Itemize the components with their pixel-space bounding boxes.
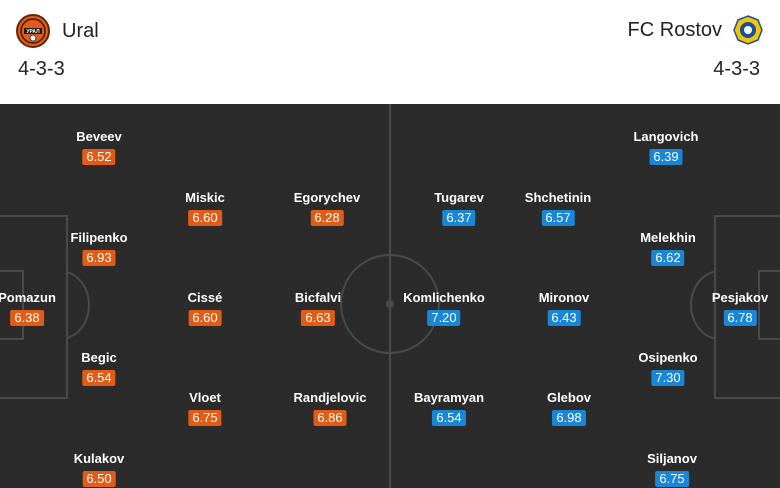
player-home-cisse[interactable]: Cissé 6.60 [187, 290, 223, 327]
player-name: Komlichenko [403, 290, 485, 305]
player-away-glebov[interactable]: Glebov 6.98 [547, 390, 591, 427]
player-rating: 6.98 [552, 410, 586, 426]
player-name: Melekhin [640, 230, 696, 245]
player-name: Bayramyan [413, 390, 485, 405]
ural-logo-icon: УРАЛ [16, 14, 50, 48]
rostov-logo-icon [732, 14, 764, 46]
player-name: Pesjakov [711, 290, 769, 305]
player-rating: 6.86 [313, 410, 347, 426]
player-rating: 6.60 [188, 310, 222, 326]
player-name: Shchetinin [524, 190, 592, 205]
player-rating: 6.54 [432, 410, 466, 426]
center-circle [340, 254, 440, 354]
player-away-bayramyan[interactable]: Bayramyan 6.54 [414, 390, 484, 427]
player-home-randjelovic[interactable]: Randjelovic 6.86 [293, 390, 367, 427]
player-name: Langovich [633, 129, 699, 144]
player-name: Begic [81, 350, 117, 365]
player-name: Randjelovic [293, 390, 367, 405]
right-penalty-area [714, 215, 780, 399]
player-rating: 6.62 [651, 250, 685, 266]
player-name: Glebov [546, 390, 592, 405]
player-rating: 6.78 [723, 310, 757, 326]
away-team[interactable]: FC Rostov [628, 14, 764, 46]
home-formation: 4-3-3 [18, 58, 65, 80]
player-home-egorychev[interactable]: Egorychev 6.28 [294, 190, 360, 227]
player-name: Tugarev [434, 190, 484, 205]
player-away-melekhin[interactable]: Melekhin 6.62 [640, 230, 696, 267]
player-rating: 6.43 [547, 310, 581, 326]
player-name: Cissé [187, 290, 223, 305]
player-away-komlichenko[interactable]: Komlichenko 7.20 [403, 290, 485, 327]
pitch: Pomazun 6.38 Beveev 6.52 Filipenko 6.93 … [0, 104, 780, 488]
player-rating: 6.38 [10, 310, 44, 326]
player-rating: 6.39 [649, 149, 683, 165]
right-goal-area [758, 270, 780, 340]
player-name: Kulakov [73, 451, 125, 466]
player-away-langovich[interactable]: Langovich 6.39 [633, 129, 699, 166]
left-goal-area [0, 270, 24, 340]
player-home-bicfalvi[interactable]: Bicfalvi 6.63 [295, 290, 341, 327]
player-name: Beveev [76, 129, 122, 144]
player-home-pomazun[interactable]: Pomazun 6.38 [0, 290, 56, 327]
player-name: Filipenko [70, 230, 128, 245]
player-away-shchetinin[interactable]: Shchetinin 6.57 [525, 190, 591, 227]
player-home-begic[interactable]: Begic 6.54 [81, 350, 117, 387]
away-formation: 4-3-3 [713, 58, 760, 80]
home-team-name[interactable]: Ural [62, 19, 99, 42]
ural-logo-text: УРАЛ [26, 29, 40, 35]
player-rating: 7.30 [651, 370, 685, 386]
player-rating: 6.63 [301, 310, 335, 326]
player-rating: 6.50 [82, 471, 116, 487]
player-name: Osipenko [638, 350, 698, 365]
player-home-beveev[interactable]: Beveev 6.52 [76, 129, 122, 166]
center-spot [386, 300, 394, 308]
home-team[interactable]: УРАЛ Ural [16, 14, 99, 48]
player-name: Egorychev [293, 190, 361, 205]
player-away-siljanov[interactable]: Siljanov 6.75 [647, 451, 697, 488]
player-name: Mironov [538, 290, 590, 305]
player-home-filipenko[interactable]: Filipenko 6.93 [70, 230, 128, 267]
player-home-vloet[interactable]: Vloet 6.75 [188, 390, 222, 427]
player-rating: 6.37 [442, 210, 476, 226]
player-rating: 6.28 [310, 210, 344, 226]
player-name: Siljanov [647, 451, 697, 466]
player-name: Bicfalvi [294, 290, 342, 305]
player-rating: 7.20 [427, 310, 461, 326]
player-rating: 6.75 [188, 410, 222, 426]
player-name: Miskic [185, 190, 225, 205]
player-away-osipenko[interactable]: Osipenko 7.30 [638, 350, 698, 387]
player-rating: 6.57 [541, 210, 575, 226]
player-rating: 6.93 [82, 250, 116, 266]
player-name: Vloet [189, 390, 221, 405]
player-rating: 6.54 [82, 370, 116, 386]
player-rating: 6.60 [188, 210, 222, 226]
player-home-miskic[interactable]: Miskic 6.60 [185, 190, 225, 227]
player-away-mironov[interactable]: Mironov 6.43 [538, 290, 590, 327]
player-away-pesjakov[interactable]: Pesjakov 6.78 [712, 290, 768, 327]
player-rating: 6.75 [655, 471, 689, 487]
match-header: УРАЛ Ural 4-3-3 FC Rostov 4-3-3 [0, 0, 780, 104]
player-away-tugarev[interactable]: Tugarev 6.37 [434, 190, 484, 227]
player-name: Pomazun [0, 290, 56, 305]
player-rating: 6.52 [82, 149, 116, 165]
player-home-kulakov[interactable]: Kulakov 6.50 [73, 451, 125, 488]
away-team-name[interactable]: FC Rostov [627, 18, 722, 41]
